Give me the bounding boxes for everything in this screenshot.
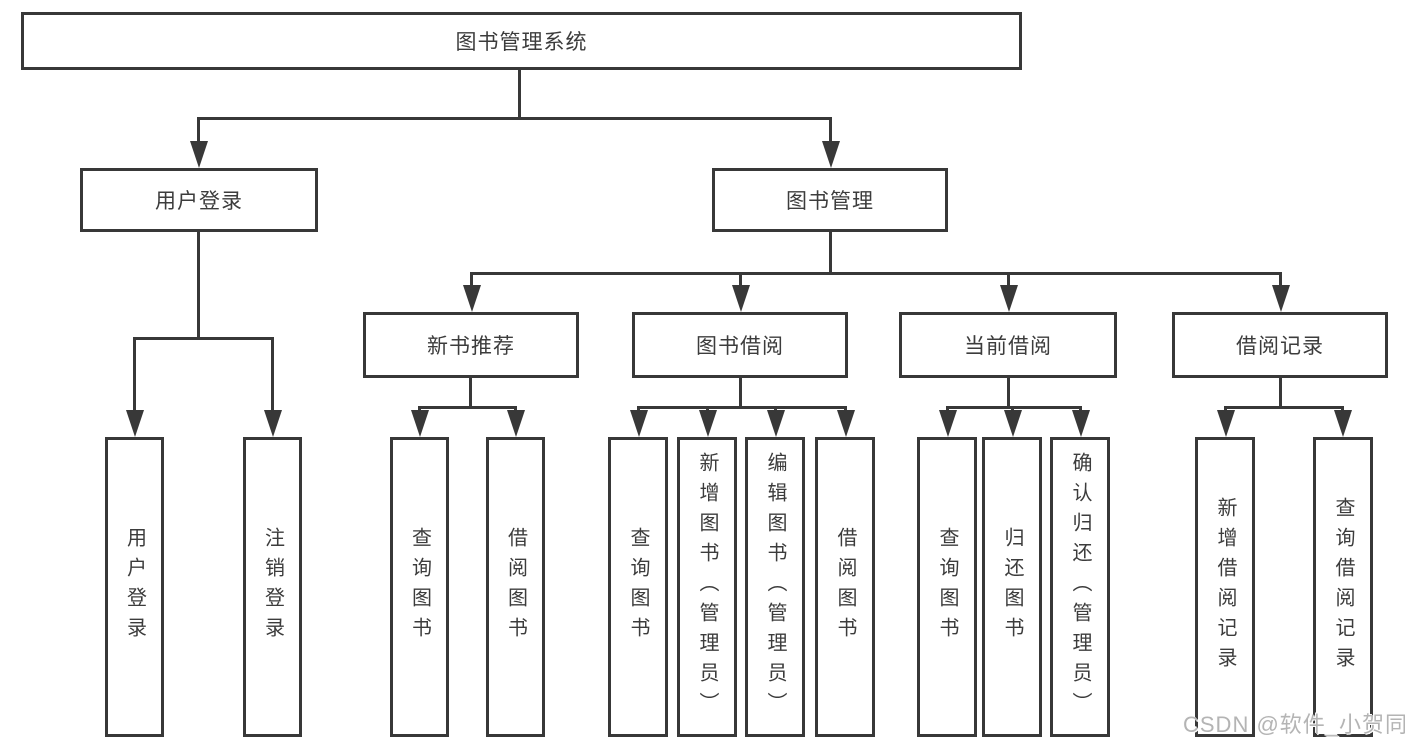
node-br-query-label: 查询借阅记录 [1332, 497, 1354, 677]
node-current-borrow: 当前借阅 [899, 312, 1117, 378]
arrow-down-bb-borrow [837, 410, 855, 437]
node-root: 图书管理系统 [21, 12, 1022, 70]
connector-book-borrow-stem [739, 376, 742, 408]
node-nb-query-label: 查询图书 [408, 527, 431, 647]
node-nb-borrow: 借阅图书 [486, 437, 545, 737]
connector-root-crossbar [197, 117, 832, 120]
arrow-down-nb-borrow [507, 410, 525, 437]
arrow-down-borrow-records [1272, 285, 1290, 312]
arrow-down-cb-confirm [1072, 410, 1090, 437]
node-ul-logout-label: 注销登录 [261, 527, 284, 647]
connector-drop-new-book-rec [470, 272, 473, 288]
node-bb-add: 新增图书（管理员） [677, 437, 737, 737]
connector-user-login-crossbar [133, 337, 274, 340]
node-root-label: 图书管理系统 [455, 31, 588, 54]
connector-borrow-records-stem [1279, 376, 1282, 408]
connector-root-stem [518, 69, 521, 117]
node-book-borrow: 图书借阅 [632, 312, 848, 378]
arrow-down-bb-edit [767, 410, 785, 437]
connector-current-borrow-crossbar [946, 406, 1082, 409]
arrow-down-cb-return [1004, 410, 1022, 437]
node-bb-borrow-label: 借阅图书 [834, 527, 856, 647]
arrow-down-cb-query [939, 410, 957, 437]
node-bb-borrow: 借阅图书 [815, 437, 875, 737]
node-cb-confirm: 确认归还（管理员） [1050, 437, 1110, 737]
csdn-watermark: CSDN @软件_小贺同学 [1183, 712, 1405, 737]
connector-drop-current-borrow [1007, 272, 1010, 288]
node-cb-confirm-label: 确认归还（管理员） [1069, 452, 1091, 722]
node-br-add: 新增借阅记录 [1195, 437, 1255, 737]
node-book-borrow-label: 图书借阅 [696, 335, 784, 358]
connector-book-mgmt-crossbar [470, 272, 1282, 275]
connector-drop-user-login [197, 117, 200, 145]
node-borrow-records: 借阅记录 [1172, 312, 1388, 378]
arrow-down-ul-logout [264, 410, 282, 437]
connector-book-mgmt-stem [829, 230, 832, 273]
node-bb-query-label: 查询图书 [627, 527, 649, 647]
node-ul-logout: 注销登录 [243, 437, 302, 737]
connector-drop-ul-login [133, 337, 136, 413]
node-br-add-label: 新增借阅记录 [1214, 497, 1236, 677]
connector-drop-ul-logout [271, 337, 274, 413]
node-borrow-records-label: 借阅记录 [1236, 335, 1324, 358]
connector-drop-book-mgmt [829, 117, 832, 145]
node-cb-return: 归还图书 [982, 437, 1042, 737]
arrow-down-br-query [1334, 410, 1352, 437]
arrow-down-current-borrow [1000, 285, 1018, 312]
node-bb-query: 查询图书 [608, 437, 668, 737]
connector-new-book-rec-stem [469, 376, 472, 408]
node-cb-query: 查询图书 [917, 437, 977, 737]
arrow-down-user-login [190, 141, 208, 168]
connector-current-borrow-stem [1007, 376, 1010, 408]
connector-new-book-rec-crossbar [418, 406, 517, 409]
node-book-mgmt-label: 图书管理 [786, 190, 874, 213]
connector-book-borrow-crossbar [637, 406, 846, 409]
node-bb-add-label: 新增图书（管理员） [696, 452, 718, 722]
node-ul-login: 用户登录 [105, 437, 164, 737]
arrow-down-new-book-rec [463, 285, 481, 312]
node-ul-login-label: 用户登录 [123, 527, 146, 647]
node-book-mgmt: 图书管理 [712, 168, 948, 232]
node-cb-query-label: 查询图书 [936, 527, 958, 647]
connector-drop-book-borrow [739, 272, 742, 288]
node-bb-edit-label: 编辑图书（管理员） [764, 452, 786, 722]
node-new-book-rec-label: 新书推荐 [427, 335, 515, 358]
arrow-down-bb-query [630, 410, 648, 437]
connector-borrow-records-crossbar [1224, 406, 1344, 409]
node-user-login: 用户登录 [80, 168, 318, 232]
arrow-down-book-borrow [732, 285, 750, 312]
arrow-down-book-mgmt [822, 141, 840, 168]
arrow-down-ul-login [126, 410, 144, 437]
node-current-borrow-label: 当前借阅 [964, 335, 1052, 358]
node-new-book-rec: 新书推荐 [363, 312, 579, 378]
node-br-query: 查询借阅记录 [1313, 437, 1373, 737]
connector-drop-borrow-records [1279, 272, 1282, 288]
arrow-down-br-add [1217, 410, 1235, 437]
arrow-down-bb-add [699, 410, 717, 437]
arrow-down-nb-query [411, 410, 429, 437]
node-user-login-label: 用户登录 [155, 190, 243, 213]
node-nb-query: 查询图书 [390, 437, 449, 737]
node-cb-return-label: 归还图书 [1001, 527, 1023, 647]
node-nb-borrow-label: 借阅图书 [504, 527, 527, 647]
node-bb-edit: 编辑图书（管理员） [745, 437, 805, 737]
connector-user-login-stem [197, 230, 200, 337]
